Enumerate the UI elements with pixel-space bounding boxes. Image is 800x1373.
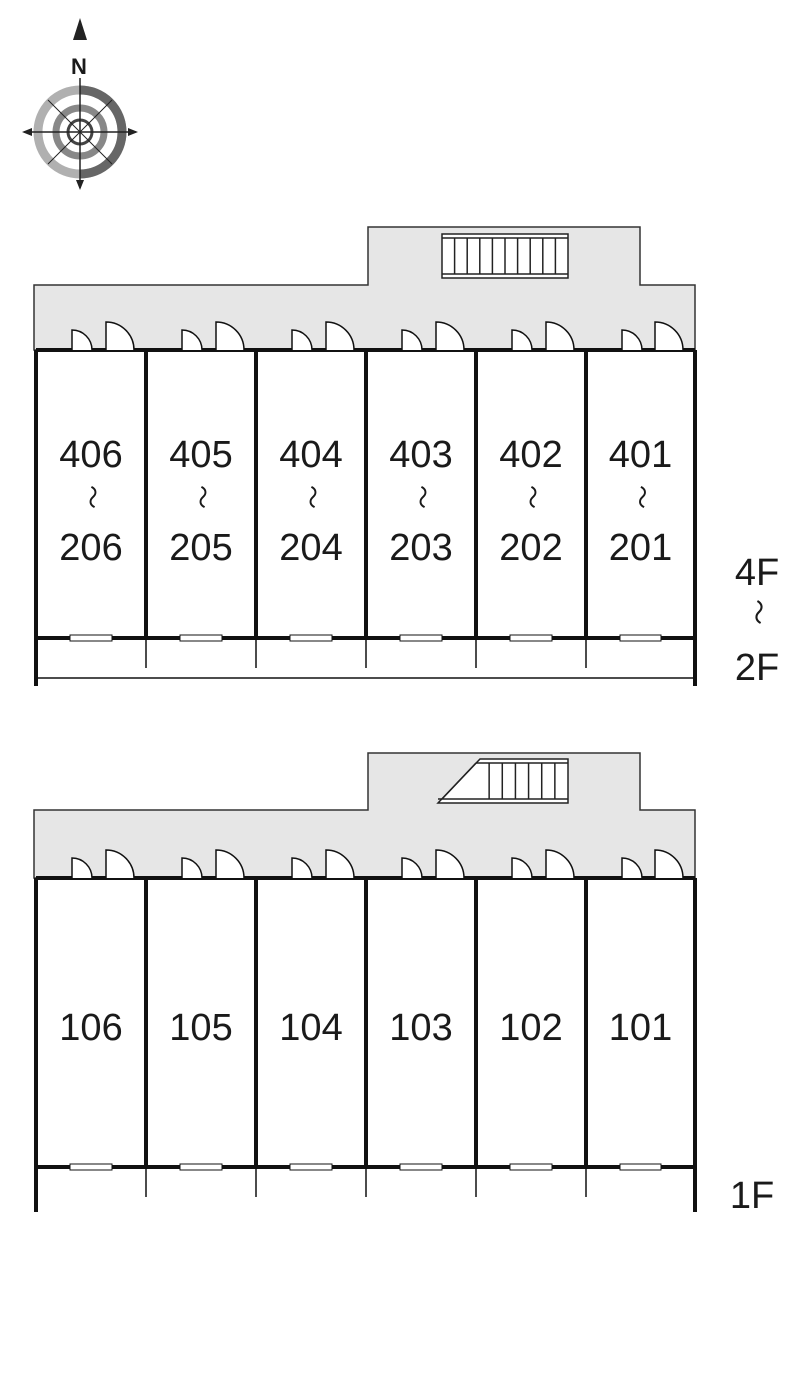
unit-range-sep: 〜: [628, 485, 655, 509]
small-door-icon: [291, 857, 313, 879]
entry-door-icon: [435, 849, 465, 879]
balcony-window: [179, 634, 223, 642]
unit-number-bottom: 201: [609, 527, 672, 569]
unit-range-sep: 〜: [78, 485, 105, 509]
unit-number-top: 401: [609, 434, 672, 476]
balcony-window: [619, 1163, 662, 1171]
small-door-icon: [291, 329, 313, 351]
balcony-window: [399, 634, 443, 642]
unit-number-bottom: 202: [499, 527, 562, 569]
unit-number: 101: [609, 1007, 672, 1049]
unit-range-sep: 〜: [518, 485, 545, 509]
upper-stair-treads: [453, 238, 557, 274]
floor-label-4f: 4F: [735, 552, 779, 594]
unit-number-bottom: 205: [169, 527, 232, 569]
unit-number-bottom: 206: [59, 527, 122, 569]
compass-rose-icon: [22, 18, 138, 190]
unit-number: 105: [169, 1007, 232, 1049]
floor-label-1f: 1F: [730, 1175, 774, 1217]
unit-number: 103: [389, 1007, 452, 1049]
small-door-icon: [71, 329, 93, 351]
small-door-icon: [511, 857, 533, 879]
unit-number-bottom: 204: [279, 527, 342, 569]
unit-number: 102: [499, 1007, 562, 1049]
lower-unit-labels: 106 105 104 103 102 101: [59, 1007, 672, 1049]
small-door-icon: [401, 857, 423, 879]
upper-unit-labels: 406 〜 206 405 〜 205 404 〜 204 403 〜 203 402 〜 202 401 〜 2…: [59, 434, 672, 569]
entry-door-icon: [325, 321, 355, 351]
unit-number-bottom: 203: [389, 527, 452, 569]
lower-units: [34, 849, 697, 1212]
entry-door-icon: [105, 849, 135, 879]
unit-number-top: 406: [59, 434, 122, 476]
small-door-icon: [621, 329, 643, 351]
upper-units: [34, 321, 697, 686]
unit-number-top: 402: [499, 434, 562, 476]
lower-stair-treads: [441, 762, 556, 800]
upper-corridor: [33, 226, 696, 351]
floor-label-range-sep: 〜: [743, 599, 773, 625]
unit-range-sep: 〜: [408, 485, 435, 509]
compass-north-label: N: [71, 54, 87, 79]
entry-door-icon: [325, 849, 355, 879]
unit-range-sep: 〜: [188, 485, 215, 509]
floor-label-2f: 2F: [735, 647, 779, 689]
unit-number-top: 403: [389, 434, 452, 476]
small-door-icon: [511, 329, 533, 351]
entry-door-icon: [215, 849, 245, 879]
stair-diagonal: [441, 762, 477, 800]
entry-door-icon: [545, 849, 575, 879]
balcony-window: [69, 1163, 113, 1171]
small-door-icon: [401, 329, 423, 351]
entry-door-icon: [435, 321, 465, 351]
entry-door-icon: [215, 321, 245, 351]
balcony-window: [399, 1163, 443, 1171]
lower-corridor: [33, 752, 696, 879]
balcony-window: [509, 1163, 553, 1171]
balcony-window: [289, 1163, 333, 1171]
balcony-window: [179, 1163, 223, 1171]
balcony-window: [509, 634, 553, 642]
small-door-icon: [181, 329, 203, 351]
unit-range-sep: 〜: [298, 485, 325, 509]
balcony-window: [69, 634, 113, 642]
entry-door-icon: [105, 321, 135, 351]
entry-door-icon: [654, 849, 684, 879]
small-door-icon: [621, 857, 643, 879]
entry-door-icon: [545, 321, 575, 351]
balcony-window: [619, 634, 662, 642]
small-door-icon: [71, 857, 93, 879]
small-door-icon: [181, 857, 203, 879]
unit-number: 106: [59, 1007, 122, 1049]
entry-door-icon: [654, 321, 684, 351]
unit-number: 104: [279, 1007, 342, 1049]
unit-number-top: 404: [279, 434, 342, 476]
unit-number-top: 405: [169, 434, 232, 476]
balcony-window: [289, 634, 333, 642]
